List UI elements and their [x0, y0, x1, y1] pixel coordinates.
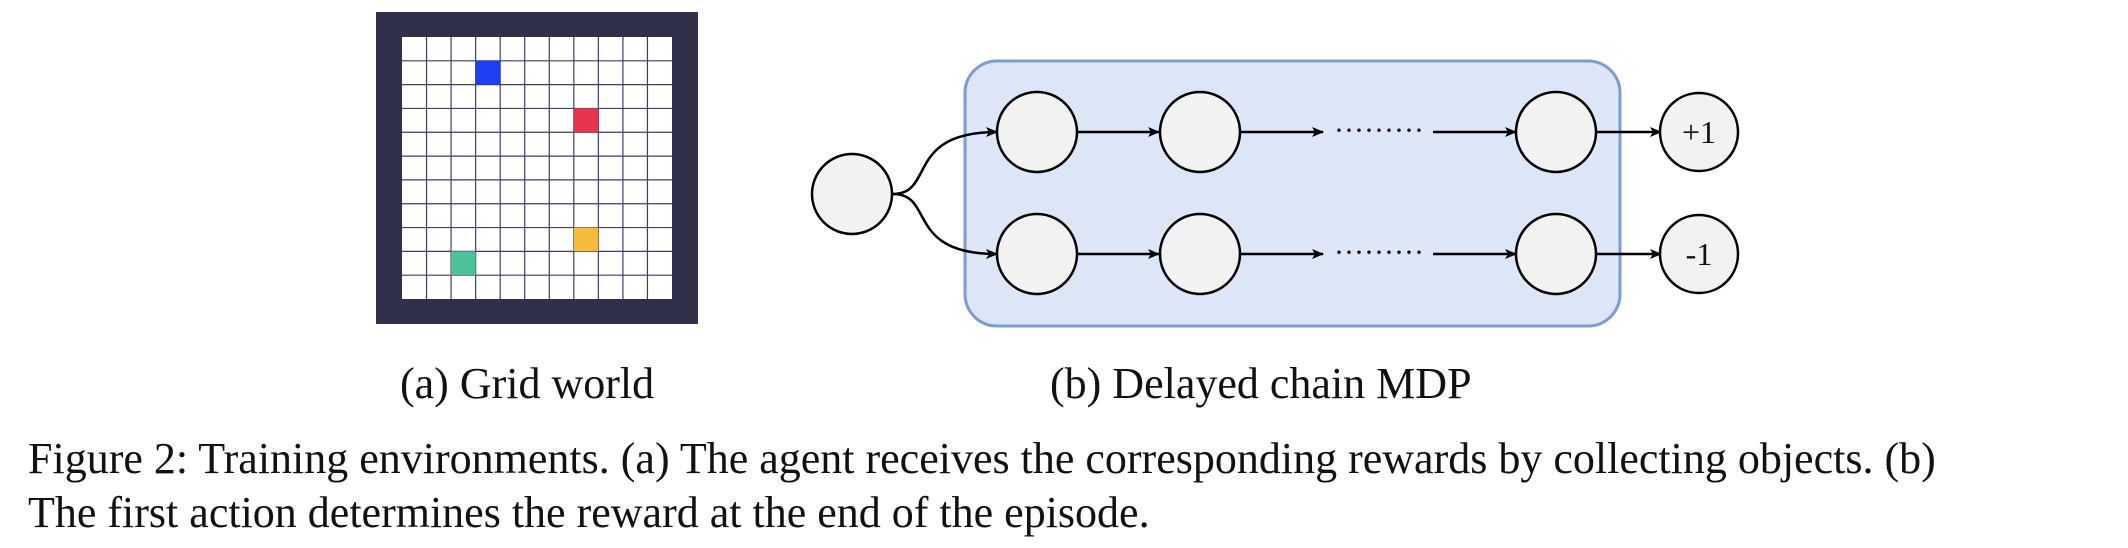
blue-object	[475, 60, 501, 85]
reward-node-positive	[1658, 91, 1740, 173]
branch-arrow-top	[892, 127, 998, 196]
state-node	[1158, 90, 1242, 174]
grid-area	[402, 37, 672, 299]
red-object	[573, 108, 599, 133]
figure-caption: Figure 2: Training environments. (a) The…	[28, 432, 2108, 540]
ellipsis-top: ·········	[1334, 114, 1424, 147]
reward-label-positive: +1	[1682, 114, 1716, 150]
green-object	[451, 251, 476, 276]
grid-lines	[402, 37, 672, 299]
delayed-chain-mdp: ········· ········· +1 -1	[810, 59, 1740, 328]
grid-world	[376, 12, 698, 324]
reward-label-negative: -1	[1686, 236, 1713, 272]
state-node	[995, 212, 1079, 296]
grid-objects	[451, 60, 599, 276]
reward-node-negative	[1658, 213, 1740, 295]
state-node	[995, 90, 1079, 174]
caption-line-1: Figure 2: Training environments. (a) The…	[28, 434, 1936, 483]
start-state-node	[810, 152, 894, 236]
subcaption-grid-world: (a) Grid world	[400, 359, 655, 408]
subcaption-delayed-chain-mdp: (b) Delayed chain MDP	[1050, 359, 1472, 408]
caption-line-2: The first action determines the reward a…	[28, 488, 1150, 537]
chain-box	[963, 59, 1622, 328]
yellow-object	[573, 227, 599, 252]
state-node	[1514, 212, 1598, 296]
state-node	[1514, 90, 1598, 174]
state-node	[1158, 212, 1242, 296]
branch-arrow-bottom	[892, 192, 998, 259]
ellipsis-bottom: ·········	[1334, 236, 1424, 269]
